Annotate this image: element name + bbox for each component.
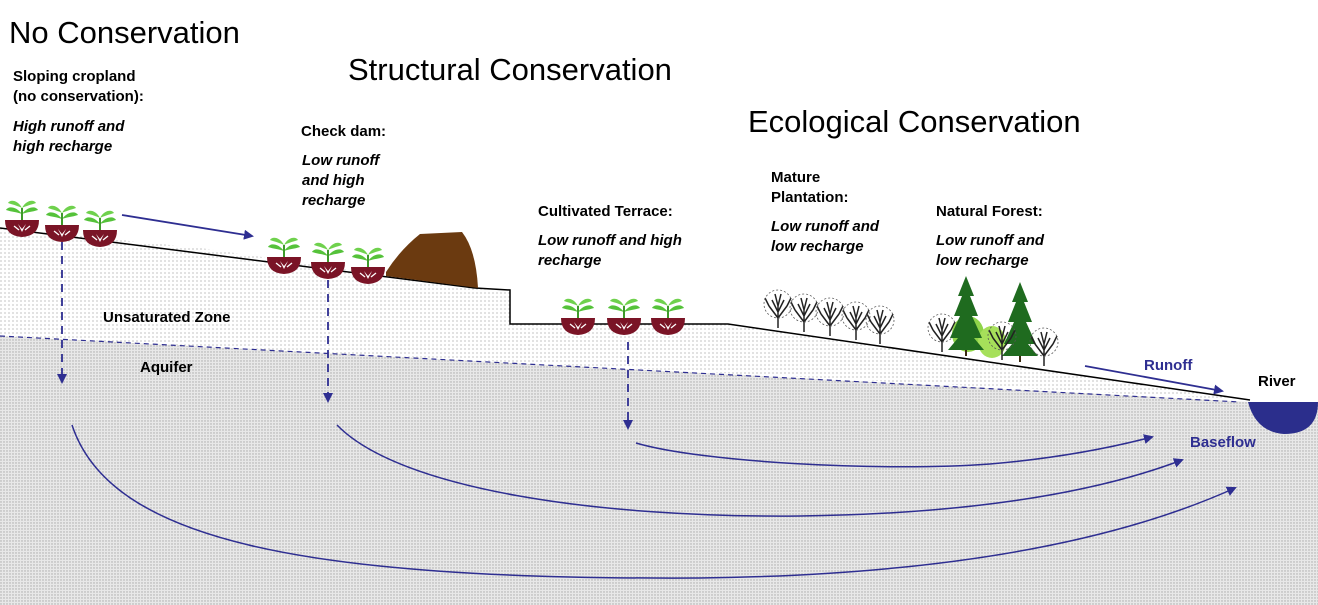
runoff-label: Runoff [1144,357,1193,374]
aquifer-zone [0,336,1318,605]
plantation-label-line2: Plantation: [771,189,849,206]
crop-checkdam-3 [350,246,386,285]
aquifer-label: Aquifer [140,359,193,376]
unsaturated-zone [0,228,1250,400]
sloping-cropland-effect-line2: high recharge [13,138,113,155]
forest-effect: Low runoff and [936,232,1045,249]
no-conservation-title: No Conservation [9,15,240,50]
plantation-label: Mature [771,169,821,186]
crop-sloping-2 [44,204,80,243]
forest-effect-line2: low recharge [936,252,1029,269]
ground-surface [0,227,1251,401]
natural-forest [927,275,1059,367]
unsaturated-zone-label: Unsaturated Zone [103,309,231,326]
crop-checkdam-2 [310,241,346,280]
crop-checkdam-1 [266,236,302,275]
baseflow-curve-1 [71,424,1237,579]
forest-label: Natural Forest: [936,203,1043,220]
sloping-cropland-label-line2: (no conservation): [13,88,144,105]
check-dam-effect-line2: and high [302,172,365,189]
crop-sloping-1 [4,199,40,238]
check-dam-label: Check dam: [301,123,387,140]
plantation-effect: Low runoff and [771,218,880,235]
baseflow-curve-2 [336,424,1184,517]
crop-terrace-3 [650,297,686,336]
baseflow-label: Baseflow [1190,434,1256,451]
runoff-arrow-upper [121,214,254,240]
check-dam-effect: Low runoff [302,152,380,169]
crop-terrace-1 [560,297,596,336]
sloping-cropland-effect: High runoff and [13,118,125,135]
sloping-cropland-label: Sloping cropland [13,68,136,85]
terrace-effect-line2: recharge [538,252,602,269]
baseflow-curve-3 [635,434,1154,468]
terrace-effect: Low runoff and high [538,232,682,249]
terrace-label: Cultivated Terrace: [538,203,673,220]
crop-terrace-2 [606,297,642,336]
check-dam-effect-line3: recharge [302,192,366,209]
plantation-effect-line2: low recharge [771,238,864,255]
check-dam [386,232,478,288]
crop-sloping-3 [82,209,118,248]
structural-conservation-title: Structural Conservation [348,52,672,87]
runoff-arrow-lower [1084,365,1224,395]
ecological-conservation-title: Ecological Conservation [748,104,1081,139]
river [1248,402,1318,434]
river-label: River [1258,373,1296,390]
